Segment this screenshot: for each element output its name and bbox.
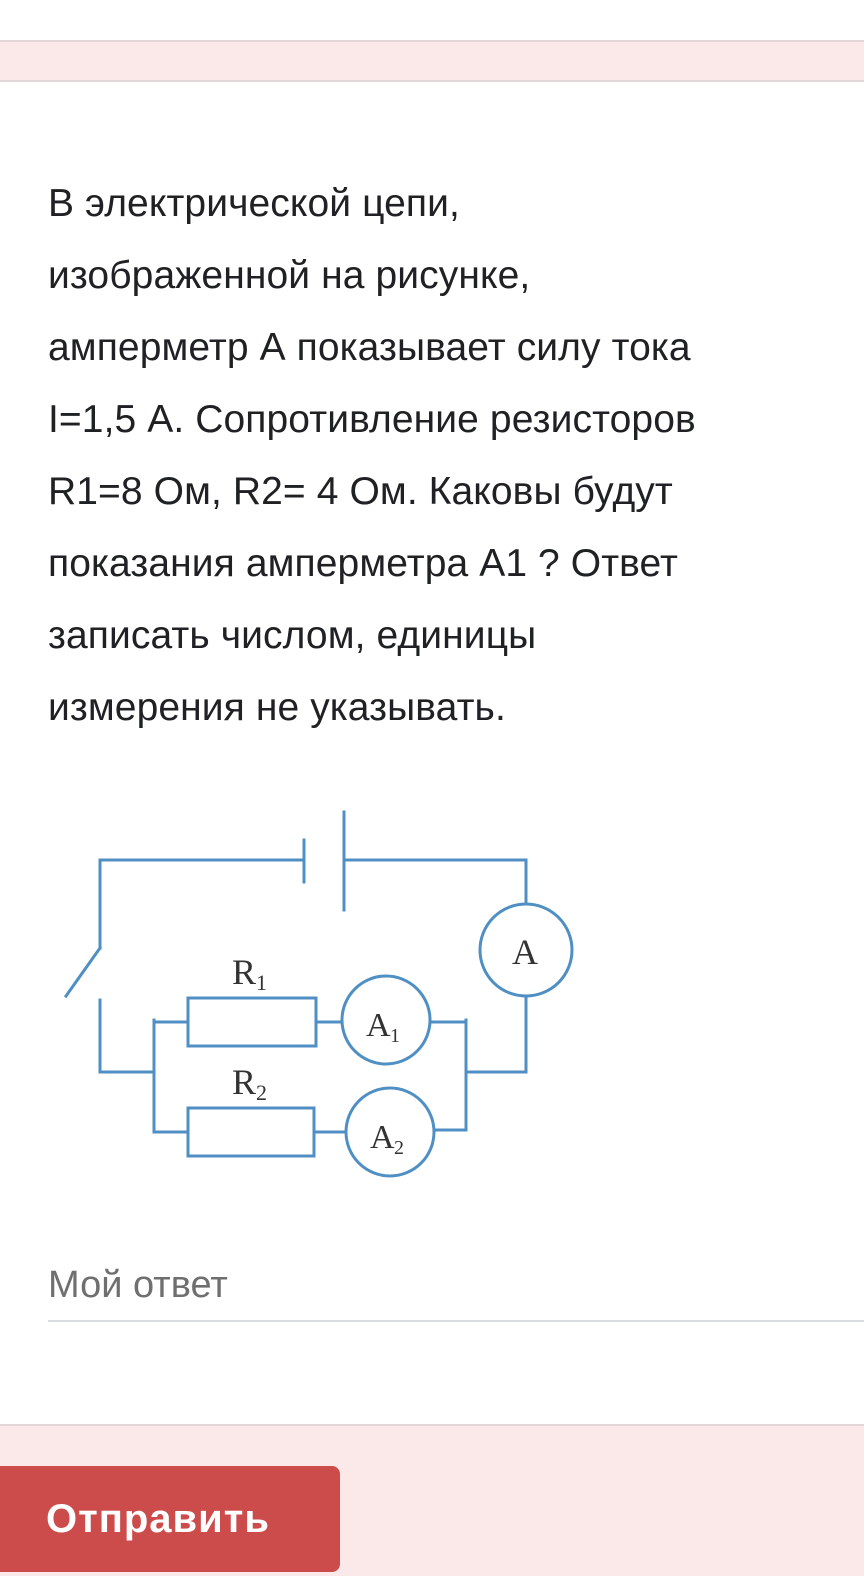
ammeter-a-label: A	[512, 932, 538, 972]
circuit-svg: A R 1 A 1 R 2 A 2	[63, 810, 574, 1178]
resistor-r2-subscript: 2	[256, 1080, 267, 1105]
wire-top-left	[98, 858, 306, 950]
switch-blade	[63, 945, 103, 999]
ammeter-a1-label: A	[366, 1007, 391, 1044]
ammeter-a1-subscript: 1	[390, 1025, 400, 1047]
circuit-diagram: A R 1 A 1 R 2 A 2	[48, 800, 628, 1192]
resistor-r1	[186, 996, 318, 1048]
resistor-r2	[186, 1106, 316, 1158]
top-strip	[0, 0, 864, 42]
resistor-r2-label: R	[232, 1062, 256, 1102]
answer-input[interactable]	[48, 1250, 864, 1322]
question-card: В электрической цепи, изображенной на ри…	[0, 82, 864, 1426]
ammeter-a1-circle	[340, 974, 432, 1066]
resistor-r1-subscript: 1	[256, 970, 267, 995]
wire-top-right	[342, 858, 528, 906]
ammeter-a2-circle	[344, 1086, 436, 1178]
ammeter-a2-label: A	[370, 1119, 395, 1156]
ammeter-a2-subscript: 2	[394, 1137, 404, 1159]
wire-left-lower	[98, 998, 156, 1074]
top-background-band	[0, 42, 864, 82]
resistor-r1-label: R	[232, 952, 256, 992]
submit-button[interactable]: Отправить	[0, 1466, 340, 1572]
question-text: В электрической цепи, изображенной на ри…	[48, 182, 696, 729]
